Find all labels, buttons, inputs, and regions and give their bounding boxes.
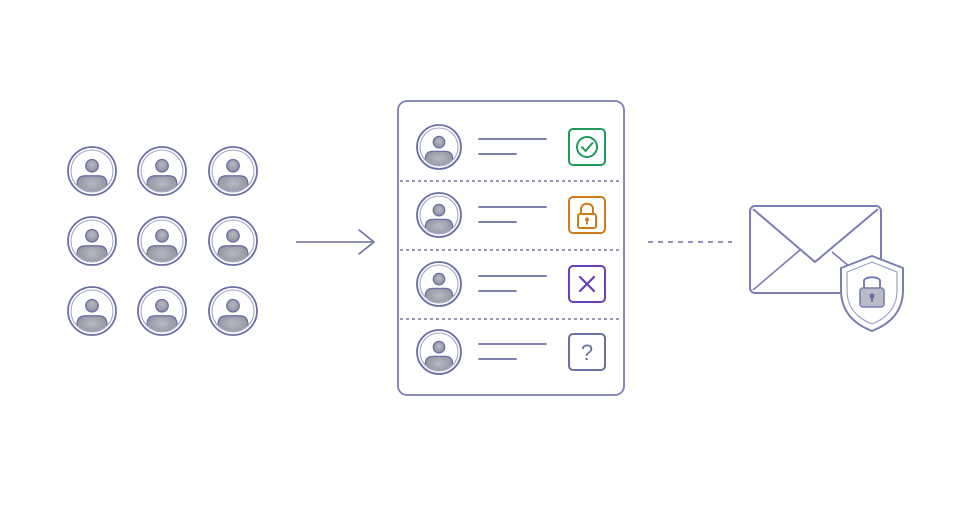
user-avatar-icon [208,216,258,266]
user-avatar-icon [208,146,258,196]
user-avatar-icon [137,146,187,196]
user-grid [67,146,258,336]
padlock-icon [568,196,606,234]
review-row [416,192,606,238]
user-avatar-icon [416,261,462,307]
review-row: ? [416,329,606,375]
user-avatar-icon [137,286,187,336]
user-avatar-icon [67,216,117,266]
user-avatar-icon [416,329,462,375]
user-avatar-icon [416,192,462,238]
review-row [416,124,606,170]
review-list-panel: ? [397,100,625,396]
arrow-right-icon [296,229,375,255]
question-mark-glyph: ? [581,340,593,365]
shield-lock-icon [840,255,904,332]
user-avatar-icon [416,124,462,170]
user-avatar-icon [67,286,117,336]
x-mark-icon [568,265,606,303]
question-mark-icon: ? [568,333,606,371]
user-avatar-icon [208,286,258,336]
check-circle-icon [568,128,606,166]
user-avatar-icon [67,146,117,196]
user-avatar-icon [137,216,187,266]
review-row [416,261,606,307]
